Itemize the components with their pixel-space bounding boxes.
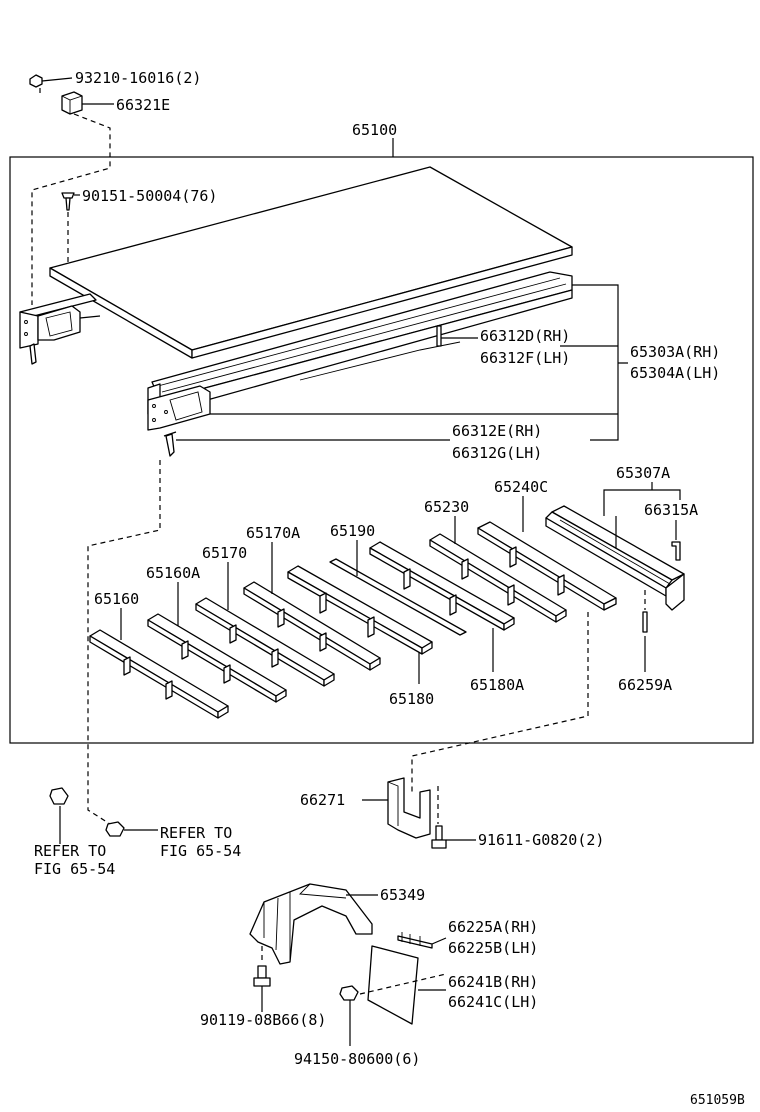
label-refer-left-2: FIG 65-54 (34, 860, 115, 878)
label-refer-right-1: REFER TO (160, 824, 232, 842)
pin-66259A (642, 590, 648, 633)
pin-66312E (163, 431, 450, 457)
label-65160: 65160 (94, 590, 139, 608)
label-65230: 65230 (424, 498, 469, 516)
label-66312E: 66312E(RH) (452, 422, 542, 440)
label-66315A: 66315A (644, 501, 698, 519)
bolt-refer-right (105, 821, 158, 837)
label-65240C: 65240C (494, 478, 548, 496)
label-90119: 90119-08B66(8) (200, 1011, 326, 1029)
leader-65303A (210, 284, 628, 441)
crossmember-65160A (147, 613, 287, 703)
leader-65307A (603, 482, 681, 548)
dashed-lead-left (87, 460, 161, 825)
dashed-lead-94150 (359, 973, 447, 995)
mudguard-65349 (249, 883, 378, 965)
label-refer-right-2: FIG 65-54 (160, 842, 241, 860)
crossmember-65230 (429, 533, 567, 623)
bracket-66321E (61, 91, 114, 115)
crossmember-65240C (477, 521, 617, 611)
label-66225A: 66225A(RH) (448, 918, 538, 936)
label-65349: 65349 (380, 886, 425, 904)
label-65100: 65100 (352, 121, 397, 139)
assembly-frame (9, 156, 754, 744)
leader-66315A (644, 520, 677, 672)
label-66241B: 66241B(RH) (448, 973, 538, 991)
bracket-66271 (362, 777, 431, 839)
label-90151: 90151-50004(76) (82, 187, 217, 205)
label-66241C: 66241C(LH) (448, 993, 538, 1011)
mudflap-66241B (367, 945, 446, 1025)
figure-code: 651059B (690, 1093, 745, 1108)
label-66312D: 66312D(RH) (480, 327, 570, 345)
label-66271: 66271 (300, 791, 345, 809)
crossmember-65160 (89, 629, 229, 719)
bolt-90119 (253, 946, 271, 1012)
label-65170A: 65170A (246, 524, 300, 542)
label-65303A: 65303A(RH) (630, 343, 720, 361)
side-rail-rear (19, 293, 101, 365)
label-65180: 65180 (389, 690, 434, 708)
bracket-66315A (671, 541, 681, 561)
dashed-lead-right (411, 612, 589, 792)
label-66259A: 66259A (618, 676, 672, 694)
label-66312F: 66312F(LH) (480, 349, 570, 367)
label-65190: 65190 (330, 522, 375, 540)
label-66312G: 66312G(LH) (452, 444, 542, 462)
deck-board-65100 (49, 166, 573, 359)
label-65160A: 65160A (146, 564, 200, 582)
crossmember-65170A (243, 581, 381, 671)
bolt-93210 (29, 74, 73, 88)
label-65180A: 65180A (470, 676, 524, 694)
label-refer-left-1: REFER TO (34, 842, 106, 860)
label-91611: 91611-G0820(2) (478, 831, 604, 849)
screw-90151 (61, 192, 80, 262)
label-66225B: 66225B(LH) (448, 939, 538, 957)
label-65304A: 65304A(LH) (630, 364, 720, 382)
label-65170: 65170 (202, 544, 247, 562)
side-rail-65303A (147, 271, 573, 431)
label-93210: 93210-16016(2) (75, 69, 201, 87)
label-66321E: 66321E (116, 96, 170, 114)
crossmember-65180 (287, 565, 433, 655)
pin-66312D (436, 325, 478, 347)
dashed-lead-top (31, 88, 111, 305)
nut-refer-left (49, 787, 69, 844)
bolt-91611 (431, 825, 476, 849)
nut-94150 (339, 985, 359, 1046)
crossmember-65190 (329, 558, 467, 636)
crossmember-65307A (545, 505, 685, 611)
crossmember-65180A (369, 541, 515, 631)
clip-66225A (397, 932, 447, 949)
crossmember-65170 (195, 597, 335, 687)
label-94150: 94150-80600(6) (294, 1050, 420, 1068)
label-65307A: 65307A (616, 464, 670, 482)
